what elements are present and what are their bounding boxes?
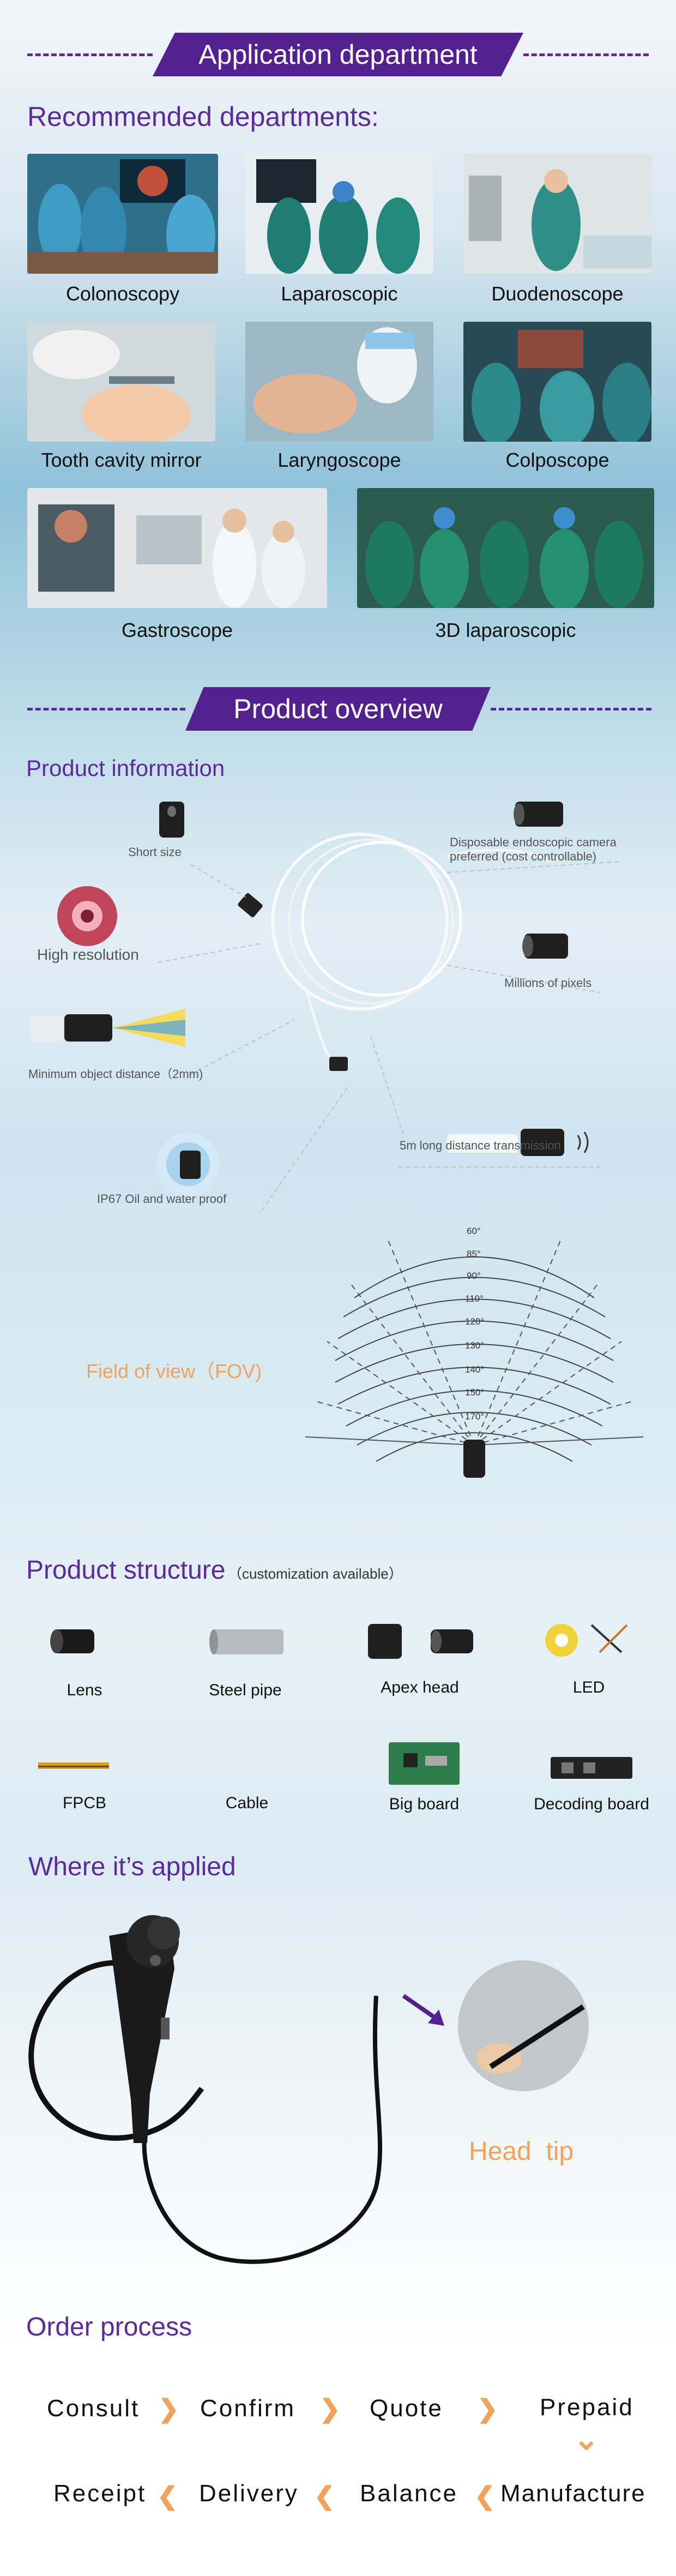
caption-laryngoscope: Laryngoscope (277, 449, 401, 471)
photo-colonoscopy (27, 154, 218, 274)
feature-disposable-camera: Disposable endoscopic camera preferred (… (450, 835, 617, 863)
arrow-right-icon: ❯ (477, 2394, 498, 2423)
step-quote: Quote (370, 2395, 443, 2422)
arrow-left-icon: ❮ (157, 2482, 178, 2510)
step-manufacture: Manufacture (500, 2480, 646, 2507)
fov-diagram (305, 1237, 644, 1478)
product-information-title: Product information (26, 755, 225, 781)
product-structure-heading: Product structure （customization availab… (26, 1555, 403, 1585)
photo-tooth-cavity-mirror (27, 322, 215, 442)
fov-angle-170: 170° (465, 1411, 485, 1422)
product-info-diagram (30, 802, 622, 1211)
caption-colposcope: Colposcope (505, 449, 609, 471)
fov-angle-90: 90° (467, 1271, 481, 1281)
part-fpcb: FPCB (62, 1794, 106, 1812)
step-balance: Balance (360, 2480, 458, 2507)
photo-gastroscope (27, 488, 327, 608)
caption-laparoscopic: Laparoscopic (281, 282, 398, 305)
fov-angle-60: 60° (467, 1226, 481, 1236)
photo-duodenoscope (463, 154, 651, 274)
banner-dash-right (523, 53, 649, 56)
fov-angle-120: 120° (465, 1316, 485, 1327)
banner-dash-left (27, 53, 153, 56)
caption-gastroscope: Gastroscope (121, 619, 233, 641)
head-tip-label: Head tip (469, 2137, 574, 2166)
photo-3d-laparoscopic (357, 488, 654, 608)
part-decoding-board: Decoding board (534, 1795, 649, 1813)
part-apex-head: Apex head (381, 1678, 459, 1696)
photo-laparoscopic (245, 154, 433, 274)
where-applied-title: Where it’s applied (28, 1852, 236, 1881)
photo-colposcope (463, 322, 651, 442)
feature-high-resolution: High resolution (37, 946, 139, 963)
customization-note: （customization available） (227, 1566, 403, 1582)
arrow-left-icon: ❮ (314, 2482, 335, 2510)
arrow-down-icon: ⌄ (574, 2422, 599, 2456)
caption-colonoscopy: Colonoscopy (65, 282, 180, 305)
part-big-board: Big board (389, 1795, 460, 1813)
application-banner-title: Application department (153, 33, 523, 76)
caption-tooth-cavity-mirror: Tooth cavity mirror (41, 449, 202, 471)
fov-angle-140: 140° (465, 1364, 485, 1375)
part-lens: Lens (67, 1681, 102, 1699)
structure-parts-images (38, 1624, 632, 1785)
fov-angle-150: 150° (465, 1387, 485, 1398)
arrow-right-icon: ❯ (158, 2394, 179, 2423)
overview-banner: Product overview (0, 687, 676, 731)
photo-laryngoscope (245, 322, 433, 442)
fov-angle-130: 130° (465, 1340, 485, 1351)
step-receipt: Receipt (53, 2480, 147, 2507)
banner-dash-right (491, 708, 651, 711)
step-delivery: Delivery (199, 2480, 299, 2507)
arrow-right-icon: ❯ (319, 2394, 341, 2423)
application-banner: Application department (0, 33, 676, 76)
feature-short-size: Short size (128, 845, 182, 859)
order-process-title: Order process (26, 2313, 192, 2342)
step-confirm: Confirm (200, 2395, 296, 2422)
recommended-departments-title: Recommended departments: (27, 101, 379, 132)
product-structure-title: Product structure (26, 1556, 226, 1585)
step-prepaid: Prepaid (540, 2394, 634, 2421)
part-cable: Cable (225, 1794, 269, 1812)
fov-angle-110: 110° (465, 1293, 484, 1304)
banner-dash-left (27, 708, 185, 711)
feature-millions-of-pixels: Millions of pixels (504, 976, 592, 990)
step-consult: Consult (47, 2395, 140, 2422)
part-led: LED (572, 1678, 605, 1696)
fov-angle-85: 85° (467, 1249, 481, 1259)
feature-5m-long-distance: 5m long distance transmission (400, 1139, 561, 1152)
overview-banner-title: Product overview (185, 687, 491, 731)
arrow-left-icon: ❮ (474, 2482, 496, 2510)
caption-3d-laparoscopic: 3D laparoscopic (435, 619, 576, 641)
fov-label: Field of view（FOV) (86, 1360, 262, 1382)
part-steel-pipe: Steel pipe (209, 1681, 282, 1699)
endoscope-illustration (28, 1915, 589, 2264)
caption-duodenoscope: Duodenoscope (491, 282, 624, 305)
feature-minimum-object-distance: Minimum object distance（2mm) (28, 1067, 203, 1081)
feature-ip67-waterproof: IP67 Oil and water proof (97, 1192, 227, 1206)
